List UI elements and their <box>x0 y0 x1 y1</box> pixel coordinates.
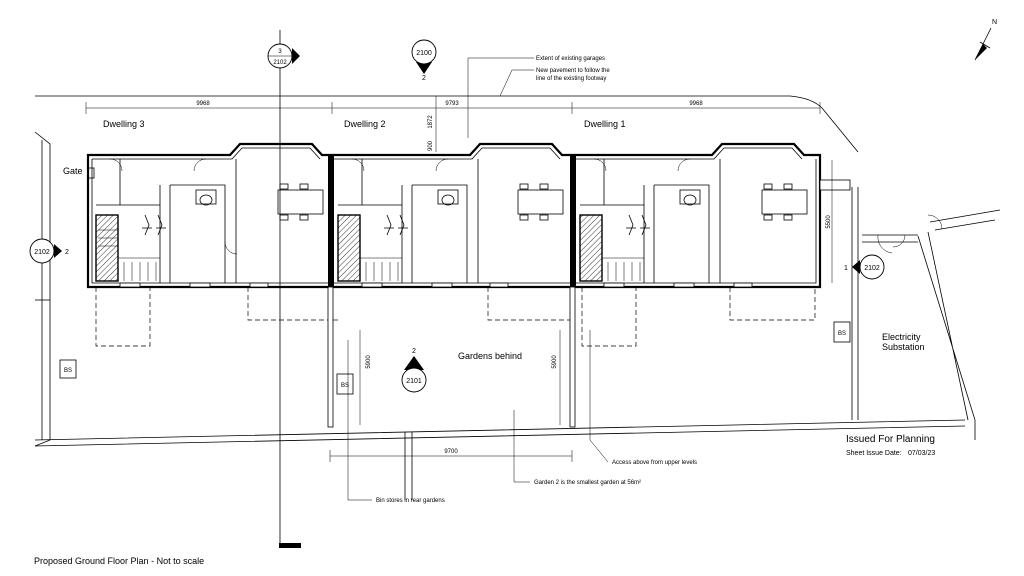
building-outline <box>86 142 822 289</box>
bottom-boundary <box>34 419 966 447</box>
dwelling-3-label: Dwelling 3 <box>103 119 145 129</box>
interior-dwelling-2 <box>337 158 564 283</box>
section-marker-3 <box>267 30 301 548</box>
section-right-ref: 2102 <box>864 265 880 272</box>
footer-title: Proposed Ground Floor Plan - Not to scal… <box>34 556 204 566</box>
bin-store-mid-label: BS <box>341 383 349 389</box>
section-left-ref: 2102 <box>34 249 50 256</box>
dim-w1: 9968 <box>196 101 210 107</box>
bin-store-left-label: BS <box>64 368 72 374</box>
section-2100-ref: 2100 <box>416 50 432 57</box>
section-3-ref: 2102 <box>273 60 287 66</box>
electricity-label-2: Substation <box>882 342 925 352</box>
section-2100-num: 2 <box>422 75 426 82</box>
gate-label: Gate <box>63 166 83 176</box>
interior-dwelling-3 <box>95 158 324 283</box>
dim-garden-b: 5900 <box>552 355 558 369</box>
annotation-access: Access above from upper levels <box>612 460 697 466</box>
annotation-bin-stores: Bin stores in rear gardens <box>376 498 445 504</box>
annotation-pavement-1: New pavement to follow the <box>536 68 610 74</box>
dim-garden-a: 5900 <box>366 355 372 369</box>
section-marker-2101 <box>401 356 427 393</box>
section-marker-left <box>29 238 62 264</box>
section-3-num: 3 <box>278 49 282 55</box>
dashed-extents <box>95 287 816 347</box>
gardens-label: Gardens behind <box>458 351 522 361</box>
annotation-garden2: Garden 2 is the smallest garden at 56m² <box>534 480 641 486</box>
electricity-label-1: Electricity <box>882 332 921 342</box>
dim-setback: 900 <box>428 140 434 151</box>
dim-w2: 9793 <box>445 101 459 107</box>
sheet-date-label: Sheet Issue Date: <box>846 450 902 457</box>
bin-store-right-label: BS <box>838 331 846 337</box>
party-wall-a <box>328 155 334 287</box>
right-boundary <box>917 231 976 440</box>
garden-walls <box>327 179 859 428</box>
annotation-pavement-2: line of the existing footway <box>536 76 606 82</box>
section-left-num: 2 <box>65 249 69 256</box>
dim-bottom: 9700 <box>444 449 458 455</box>
section-2101-ref: 2101 <box>406 378 422 385</box>
section-2101-num: 2 <box>412 348 416 355</box>
section-marker-2100 <box>411 39 437 74</box>
north-arrow-icon <box>974 27 992 61</box>
top-dimension-line <box>85 102 821 114</box>
left-boundary <box>34 131 51 447</box>
interior-dwelling-1 <box>579 158 808 283</box>
section-right-num: 1 <box>844 265 848 272</box>
dwelling-1-label: Dwelling 1 <box>584 119 626 129</box>
bin-store-right <box>833 321 851 343</box>
road-boundary <box>35 95 859 153</box>
bin-store-left <box>59 359 77 379</box>
bin-store-mid <box>336 373 354 395</box>
section-marker-right <box>852 254 885 280</box>
issued-label: Issued For Planning <box>846 434 935 445</box>
north-label: N <box>992 19 997 26</box>
annotation-garages: Extent of existing garages <box>536 56 605 62</box>
sheet-date-value: 07/03/23 <box>908 450 935 457</box>
leader-lines <box>347 57 609 501</box>
dim-depth: 5500 <box>826 215 832 229</box>
dwelling-2-label: Dwelling 2 <box>344 119 386 129</box>
party-wall-b <box>570 155 576 287</box>
dim-front: 1872 <box>428 115 434 129</box>
dim-w3: 9968 <box>689 101 703 107</box>
